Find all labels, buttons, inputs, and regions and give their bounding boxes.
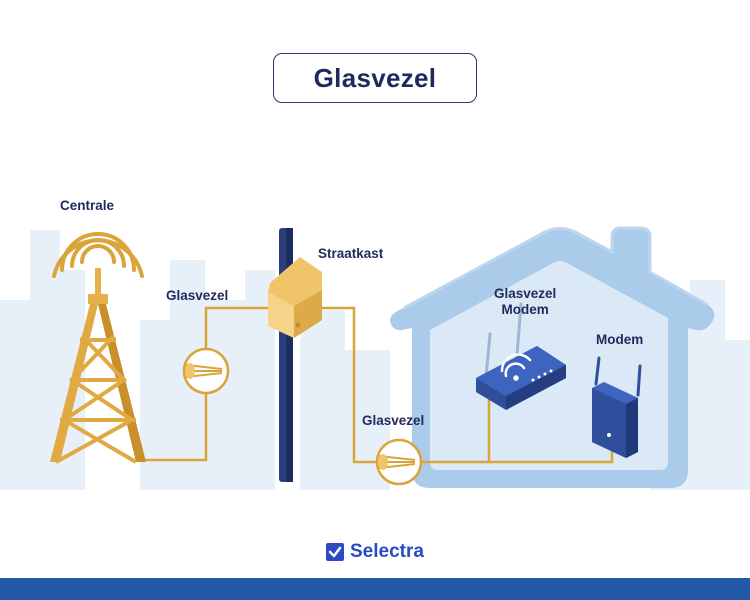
label-glasvezel-modem-line1: Glasvezel xyxy=(494,286,557,301)
label-glasvezel-left: Glasvezel xyxy=(166,288,229,303)
brand-name: Selectra xyxy=(350,541,424,562)
wifi-icon xyxy=(500,353,532,381)
checkmark-icon xyxy=(326,543,344,561)
footer-bar xyxy=(0,578,750,600)
signal-waves xyxy=(52,232,144,278)
glasvezel-modem-router xyxy=(476,302,566,410)
diagram-title: Glasvezel xyxy=(273,53,477,103)
selectra-logo: Selectra xyxy=(326,540,424,564)
label-straatkast: Straatkast xyxy=(318,246,384,261)
label-glasvezel-modem: Glasvezel Modem xyxy=(494,286,556,318)
cable-straatkast-to-modem xyxy=(318,306,614,464)
modem-device xyxy=(592,356,642,458)
centrale-tower xyxy=(50,232,146,464)
label-centrale: Centrale xyxy=(60,198,115,213)
label-glasvezel-bottom: Glasvezel xyxy=(362,413,425,428)
straatkast-box xyxy=(268,257,322,338)
fiber-connector-bottom xyxy=(375,438,423,486)
label-glasvezel-modem-line2: Modem xyxy=(501,302,549,317)
label-modem: Modem xyxy=(596,332,644,347)
fiber-connector-left xyxy=(182,347,230,395)
